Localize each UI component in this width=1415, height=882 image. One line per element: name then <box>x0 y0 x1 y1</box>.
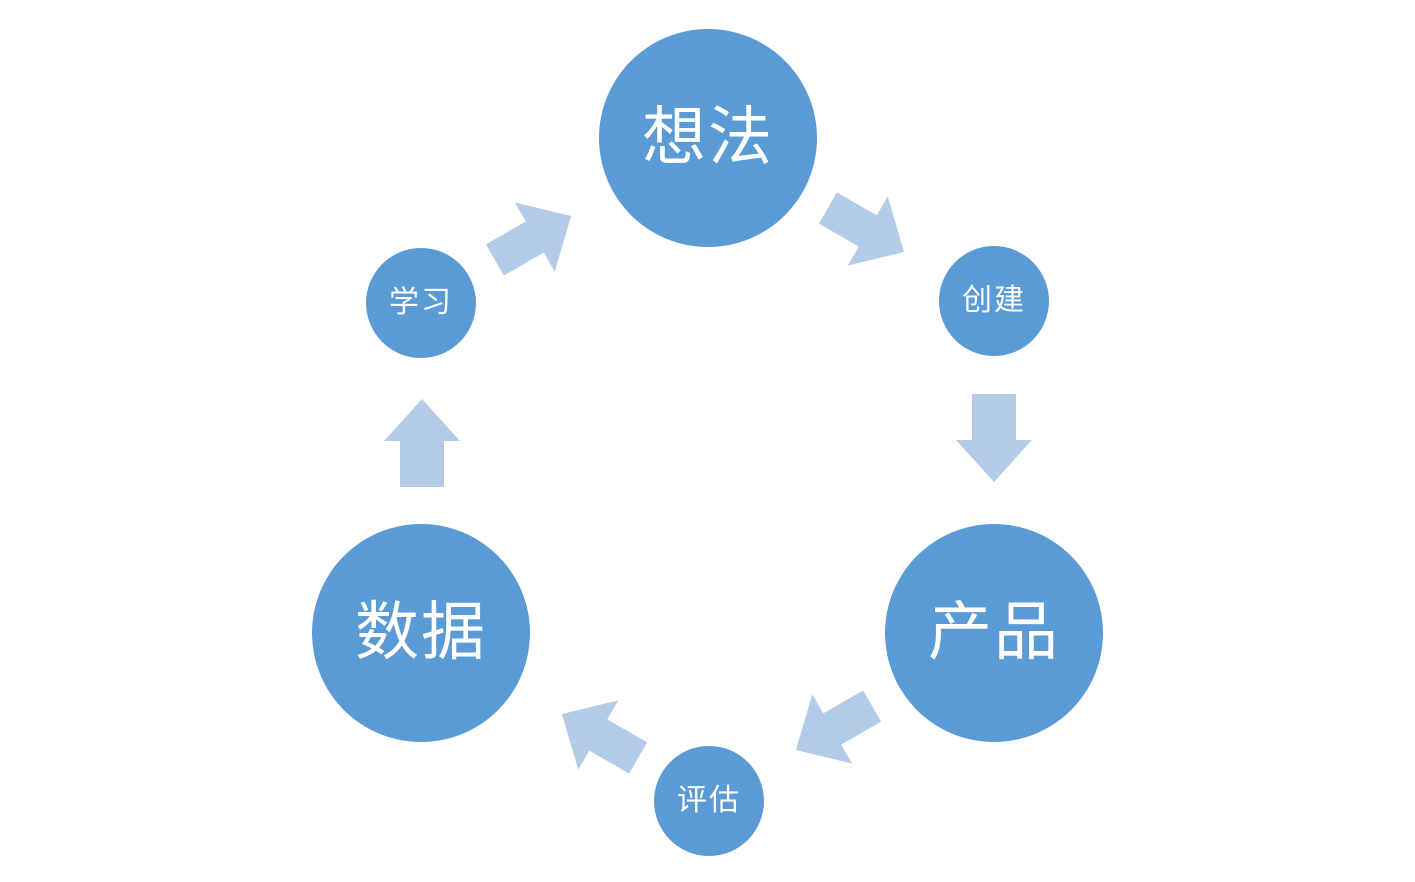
node-product-label: 产品 <box>928 596 1060 670</box>
node-evaluate: 评估 <box>654 746 764 856</box>
arrow-evaluate-to-data-icon <box>552 688 648 784</box>
arrow-idea-to-create-icon <box>818 182 914 278</box>
arrow-learn-to-idea-icon <box>485 190 581 286</box>
node-create-label: 创建 <box>962 283 1026 318</box>
node-idea: 想法 <box>599 29 817 247</box>
node-learn-label: 学习 <box>389 285 453 320</box>
node-learn: 学习 <box>366 248 476 358</box>
node-create: 创建 <box>939 246 1049 356</box>
arrow-data-to-learn-icon <box>374 395 470 491</box>
arrow-product-to-evaluate-icon <box>786 680 882 776</box>
node-evaluate-label: 评估 <box>677 783 741 818</box>
node-data-label: 数据 <box>355 596 487 670</box>
node-idea-label: 想法 <box>642 101 774 175</box>
node-data: 数据 <box>312 524 530 742</box>
arrow-create-to-product-icon <box>946 390 1042 486</box>
node-product: 产品 <box>885 524 1103 742</box>
